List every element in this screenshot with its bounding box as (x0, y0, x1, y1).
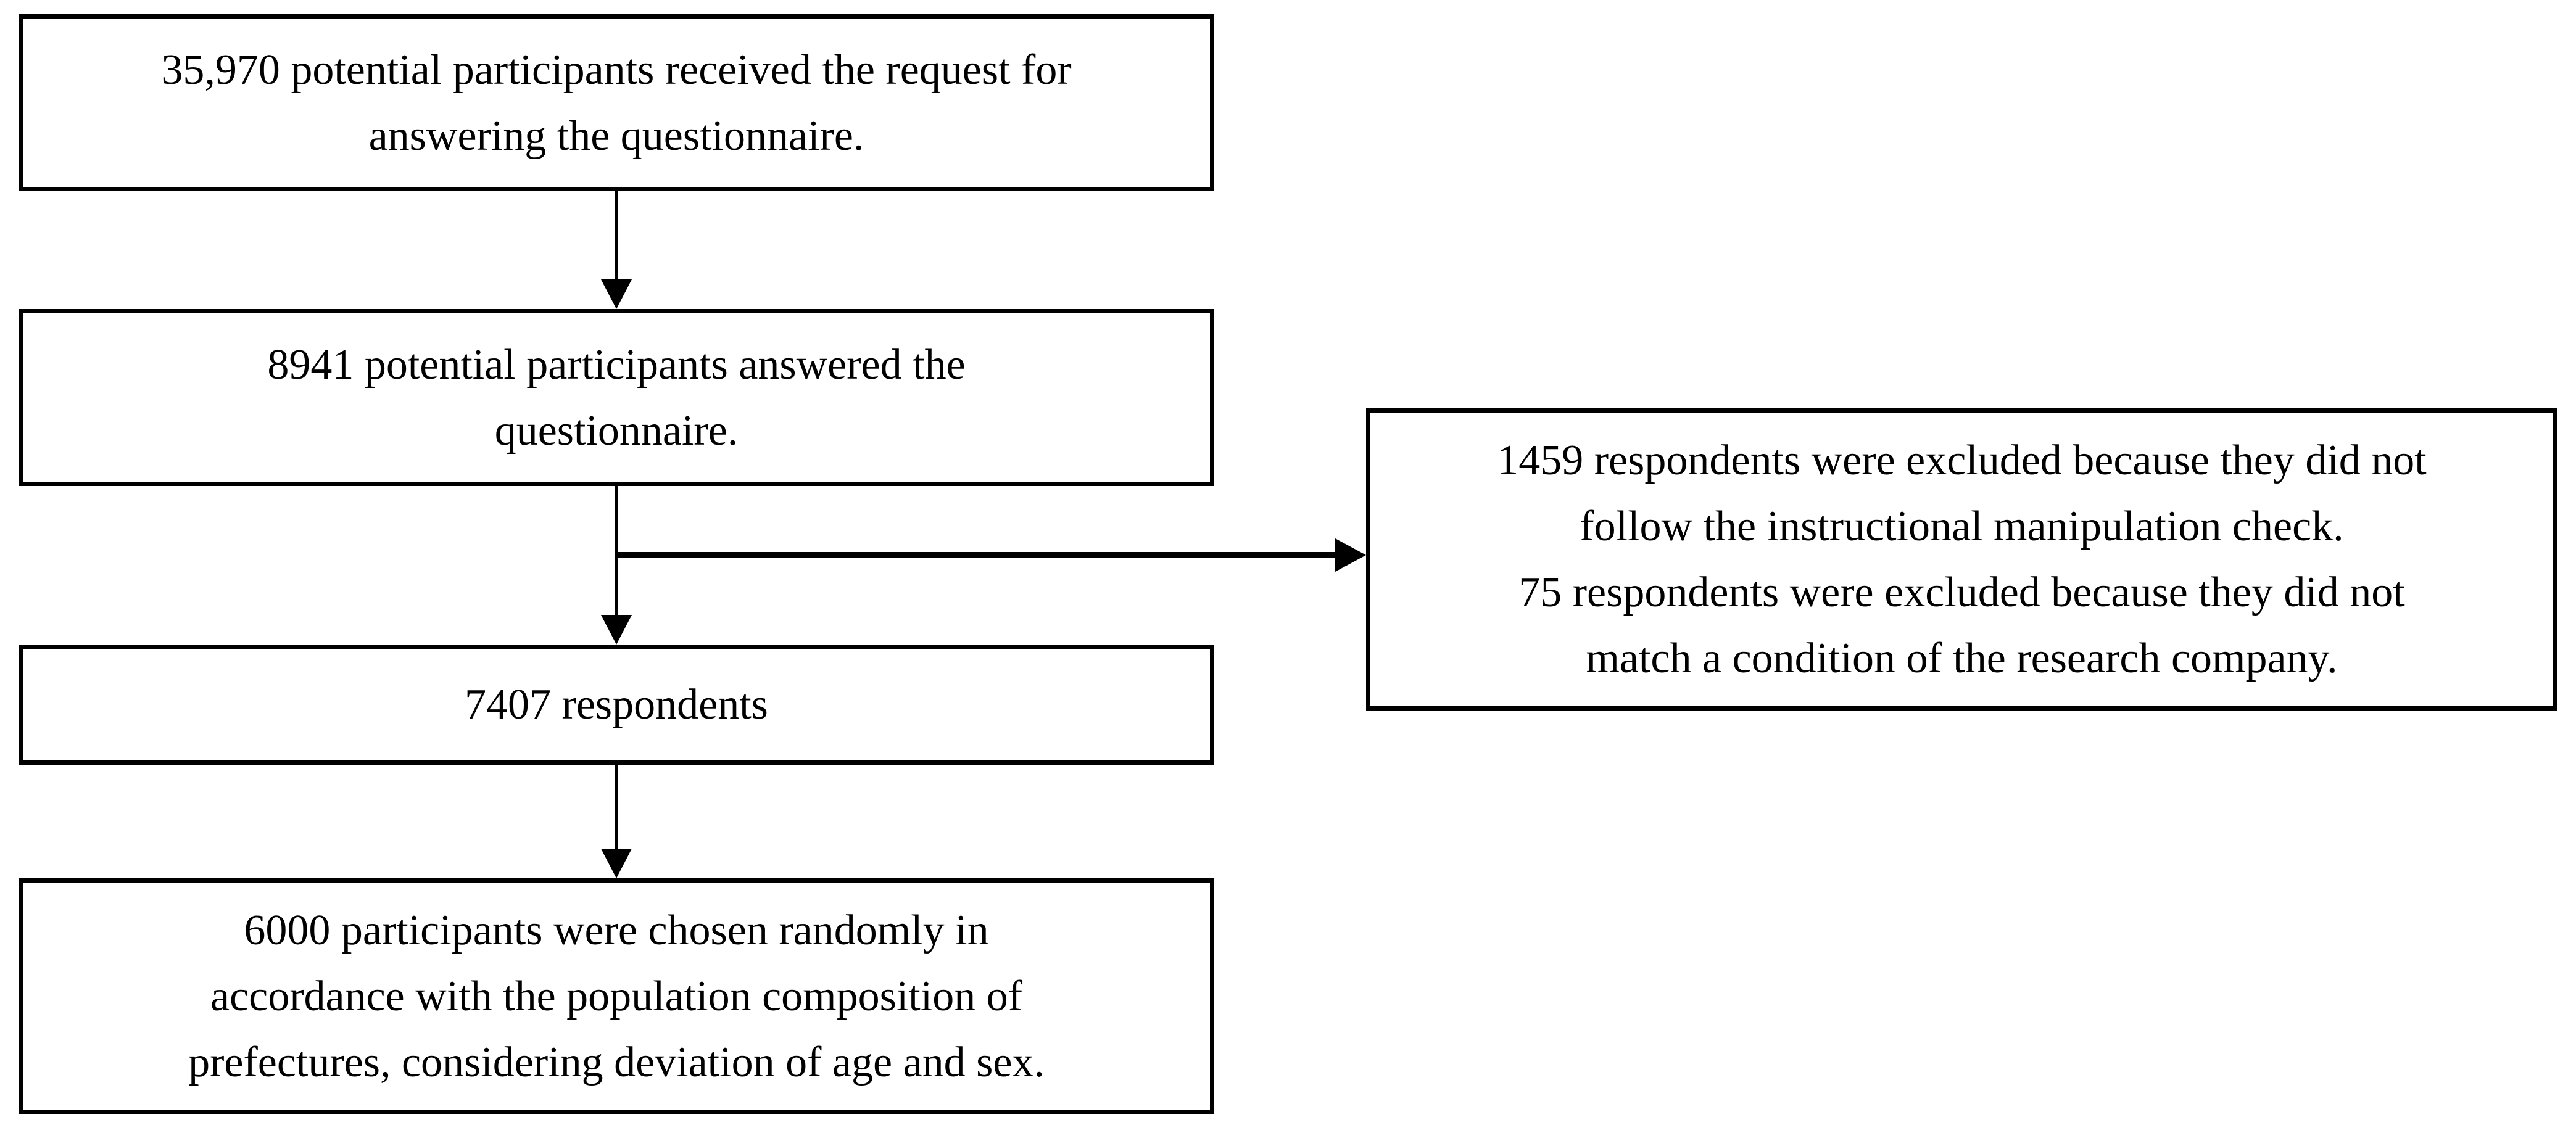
arrow-branch-to-excluded (615, 538, 1366, 572)
flow-box-respondents-count: 7407 respondents (19, 645, 1214, 765)
flow-box-excluded-respondents: 1459 respondents were excluded because t… (1366, 408, 2557, 711)
flow-box-answered-questionnaire: 8941 potential participants answered the… (19, 309, 1214, 486)
flow-box-chosen-participants: 6000 participants were chosen randomly i… (19, 878, 1214, 1114)
flow-box-received-request: 35,970 potential participants received t… (19, 14, 1214, 191)
arrow-respondents-to-chosen (601, 765, 632, 878)
arrow-received-to-answered (601, 191, 632, 309)
arrow-answered-to-respondents (601, 486, 632, 645)
